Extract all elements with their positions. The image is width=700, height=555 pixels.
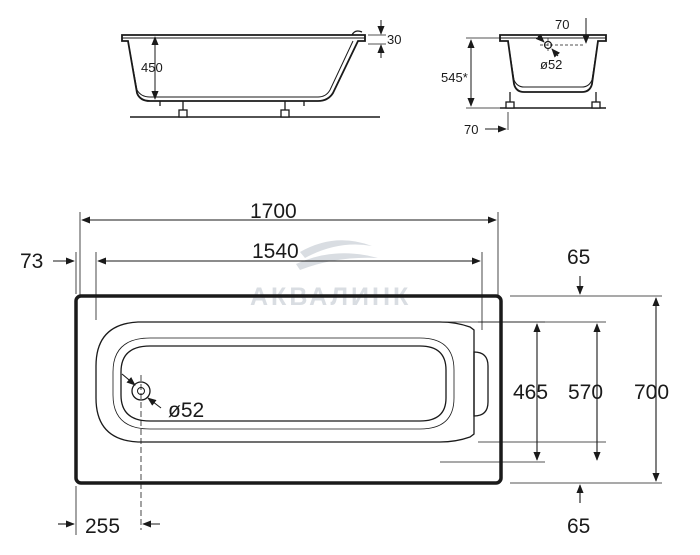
side-height-label: 450 <box>141 60 163 75</box>
end-view-tub-outline <box>499 34 607 93</box>
inner-width-label: 465 <box>513 381 548 404</box>
mid-width-label: 570 <box>568 381 603 404</box>
watermark-wave-icon-2 <box>296 253 378 270</box>
end-height-label: 545* <box>441 70 468 85</box>
side-view-legs <box>159 101 305 118</box>
top-drain-diameter-label: ø52 <box>168 399 204 422</box>
watermark-wave-icon <box>300 240 372 258</box>
side-view-tub-outline <box>121 34 366 102</box>
top-view-outer-rim <box>74 294 503 485</box>
overall-width-label: 700 <box>634 381 669 404</box>
end-leg-offset-label: 70 <box>464 122 478 137</box>
top-view-inner-rim <box>95 321 475 443</box>
bottom-rim-label: 65 <box>567 515 590 538</box>
end-drain-offset-label: 70 <box>555 17 569 32</box>
top-view-basin-outline <box>120 345 447 422</box>
end-view-legs <box>505 92 601 109</box>
overall-length-label: 1700 <box>250 200 297 223</box>
drain-offset-label: 255 <box>85 515 120 538</box>
end-drain-diameter-label: ø52 <box>540 57 562 72</box>
top-view <box>53 212 662 535</box>
side-rim-label: 30 <box>387 32 401 47</box>
top-rim-label: 65 <box>567 246 590 269</box>
top-view-headrest <box>473 351 489 417</box>
left-offset-label: 73 <box>20 250 43 273</box>
side-view <box>121 20 386 118</box>
end-view <box>466 18 607 133</box>
top-view-drain-icon <box>131 381 151 401</box>
inner-length-label: 1540 <box>252 240 299 263</box>
